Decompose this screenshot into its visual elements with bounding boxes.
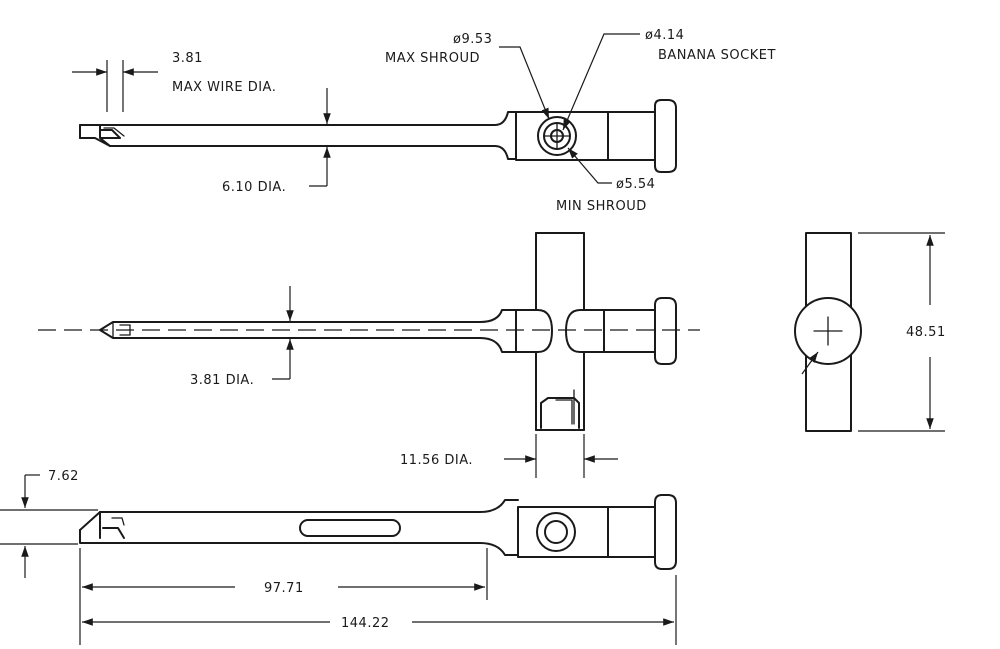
leader-max-shroud: ø9.53 MAX SHROUD [385, 32, 550, 120]
tip-offset-label: 7.62 [48, 469, 79, 484]
dim-height: 48.51 [858, 232, 946, 432]
shaft-dia-mid-label: 3.81 DIA. [190, 373, 254, 388]
bottom-handle [607, 494, 677, 570]
length-total-label: 144.22 [341, 616, 390, 631]
bottom-view: 7.62 97.71 144.22 [0, 469, 677, 645]
dim-length-total: 144.22 [82, 575, 677, 645]
side-handle [603, 297, 677, 365]
shroud-left [515, 309, 553, 353]
bottom-probe-shaft [79, 499, 519, 556]
side-view: 3.81 DIA. 11.56 DIA. [38, 232, 700, 478]
shroud-right [565, 309, 605, 353]
dim-shaft-dia-mid: 3.81 DIA. [190, 286, 294, 388]
top-handle [607, 99, 677, 173]
shaft-dia-top-label: 6.10 DIA. [222, 180, 286, 195]
wire-dia-caption: MAX WIRE DIA. [172, 80, 276, 95]
top-view: 3.81 MAX WIRE DIA. 6.10 DIA. ø9.53 MAX S… [72, 28, 776, 214]
height-label: 48.51 [906, 325, 946, 340]
top-socket-block [515, 111, 609, 161]
bottom-socket-block [517, 506, 609, 558]
leader-banana-socket: ø4.14 BANANA SOCKET [562, 28, 776, 131]
max-shroud-value: ø9.53 [453, 32, 492, 47]
top-probe-shaft [79, 111, 517, 160]
min-shroud-caption: MIN SHROUD [556, 199, 647, 214]
cross-dia-label: 11.56 DIA. [400, 453, 473, 468]
leader-min-shroud: ø5.54 MIN SHROUD [556, 147, 655, 214]
end-view: 48.51 [794, 232, 946, 432]
wire-dia-value: 3.81 [172, 51, 203, 66]
dim-max-wire-dia: 3.81 MAX WIRE DIA. [72, 51, 276, 112]
banana-socket-value: ø4.14 [645, 28, 684, 43]
banana-socket-caption: BANANA SOCKET [658, 48, 776, 63]
dim-shaft-dia-top: 6.10 DIA. [222, 88, 331, 195]
side-probe-shaft [99, 309, 517, 353]
length-short-label: 97.71 [264, 581, 304, 596]
bottom-slot [299, 519, 401, 537]
dim-cross-dia: 11.56 DIA. [400, 434, 618, 478]
dim-tip-offset: 7.62 [0, 469, 98, 578]
min-shroud-value: ø5.54 [616, 177, 655, 192]
max-shroud-caption: MAX SHROUD [385, 51, 480, 66]
side-cross-bar [535, 232, 585, 431]
dim-length-short: 97.71 [79, 548, 488, 645]
